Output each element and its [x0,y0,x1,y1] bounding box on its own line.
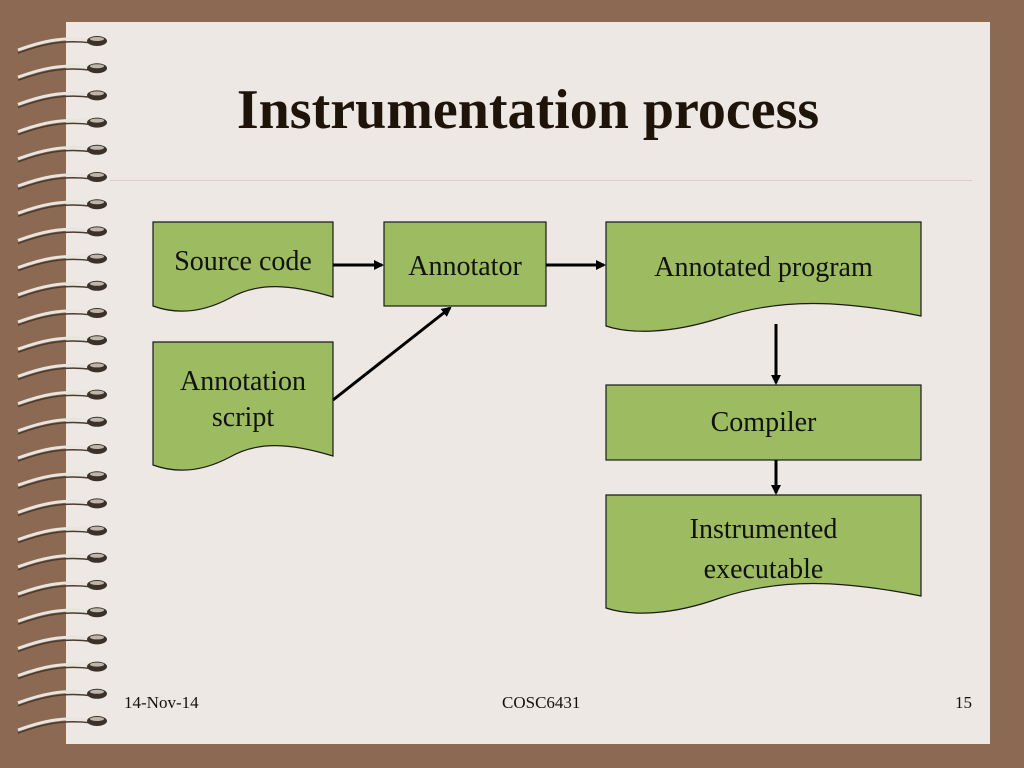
instrumented-executable-label: Instrumented executable [606,510,921,590]
footer-date: 14-Nov-14 [124,693,199,712]
instrumented-executable-label-line2: executable [703,554,824,585]
binding-ring [17,416,107,435]
binding-ring [17,471,107,489]
instrumented-executable-node [605,494,922,614]
footer-course: COSC6431 [502,693,581,712]
annotator-node [383,221,547,307]
binding-ring [17,634,107,653]
binding-ring [17,226,107,245]
annotation-script-label-line2: script [211,402,275,433]
annotator-label: Annotator [408,251,522,282]
binding-ring [17,607,107,625]
binding-ring [17,525,107,544]
binding-ring [17,716,107,734]
annotation-script-node [152,341,334,471]
binding-ring [17,688,107,707]
binding-ring [17,308,107,326]
binding-ring [17,580,107,598]
binding-ring [17,172,107,190]
annotation-script-label-line1: Annotation [180,366,306,397]
binding-ring [17,498,107,517]
binding-ring [17,335,107,353]
annotated-program-node [605,221,922,332]
spiral-binding-decoration [17,36,107,734]
binding-ring [17,63,107,81]
binding-ring [17,280,107,299]
binding-ring [17,552,107,571]
source-code-label: Source code [174,246,312,277]
binding-ring [17,199,107,217]
source-code-node [152,221,334,312]
binding-ring [17,444,107,462]
binding-ring [17,661,107,680]
binding-ring [17,389,107,408]
slide-title: Instrumentation process [236,79,820,141]
arrow-script-to-annotator [332,306,452,402]
binding-ring [17,36,107,54]
binding-ring [17,117,107,136]
compiler-node [605,384,922,461]
binding-ring [17,362,107,381]
binding-ring [17,253,107,272]
footer-page-number: 15 [955,693,972,712]
annotation-script-label: Annotation script [153,364,333,436]
binding-ring [17,90,107,109]
instrumented-executable-label-line1: Instrumented [689,514,838,545]
title-divider [110,180,972,181]
annotated-program-label: Annotated program [654,252,873,283]
binding-ring [17,144,107,163]
compiler-label: Compiler [710,407,817,438]
